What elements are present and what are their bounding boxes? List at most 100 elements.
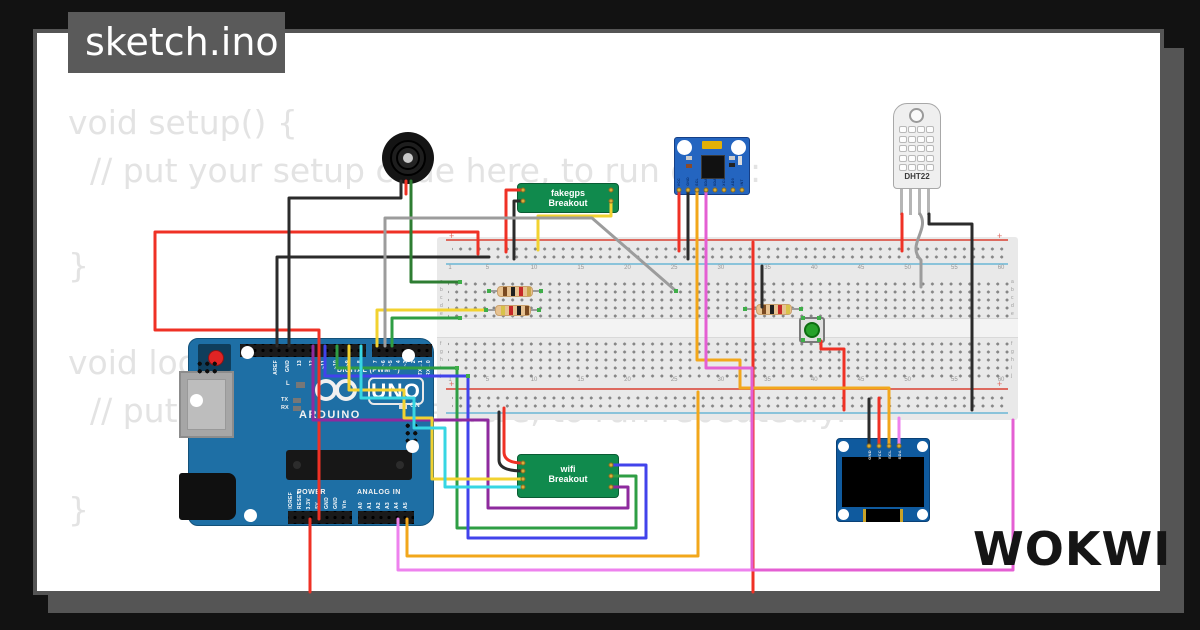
analog-header[interactable] (358, 511, 414, 524)
connection-dot (487, 289, 491, 293)
resistor-row-d-left-band-3 (525, 305, 529, 315)
icsp-header-2[interactable] (195, 359, 218, 374)
power-header[interactable] (288, 511, 352, 524)
wire-violet-a4[interactable] (396, 517, 752, 572)
digital-header-a[interactable] (240, 344, 366, 357)
component-pin[interactable] (896, 443, 902, 449)
breadboard-letter: h (440, 357, 443, 363)
wire-black-buzzer-gnd[interactable] (287, 179, 403, 348)
component-pin[interactable] (712, 187, 718, 193)
breadboard-letter: a (1011, 279, 1014, 285)
connection-dot (455, 366, 459, 370)
component-pin[interactable] (520, 484, 526, 490)
breadboard-rail-holes-bottom[interactable] (452, 392, 1008, 408)
dht22-leg (918, 189, 921, 215)
breadboard-letter: j (440, 373, 442, 379)
component-pin[interactable] (608, 484, 614, 490)
breadboard-plus-sign: + (997, 231, 1003, 241)
resistor-row-d-right-band-3 (785, 304, 790, 314)
wifi-breakout-board[interactable]: wifi Breakout (517, 454, 619, 498)
breadboard-plus-sign: + (449, 379, 455, 389)
led-l (296, 382, 305, 388)
pushbutton-cap[interactable] (804, 322, 820, 338)
pin-label-digital-b-TX→1: TX→1 (418, 360, 424, 376)
component-pin[interactable] (520, 460, 526, 466)
component-pin[interactable] (721, 187, 727, 193)
atmega-chip-dot-left (293, 461, 301, 469)
breadboard-number-bottom: 5 (485, 377, 490, 383)
breadboard-number-bottom: 35 (764, 377, 771, 383)
component-pin[interactable] (520, 476, 526, 482)
breadboard-holes-rows-f-j[interactable] (448, 338, 1013, 378)
component-pin[interactable] (676, 187, 682, 193)
oled-pin-label-GND: GND (867, 450, 872, 460)
buzzer-ring-inner (396, 146, 420, 170)
oled-hole (917, 441, 928, 452)
component-pin[interactable] (866, 443, 872, 449)
component-pin[interactable] (608, 462, 614, 468)
component-pin[interactable] (703, 187, 709, 193)
mpu6050-smd (686, 156, 692, 160)
component-pin[interactable] (520, 198, 526, 204)
resistor-1k-row-b[interactable] (497, 285, 533, 297)
component-pin[interactable] (730, 187, 736, 193)
component-pin[interactable] (608, 473, 614, 479)
resistor-row-d-left[interactable] (495, 304, 531, 316)
file-tab[interactable]: sketch.ino (68, 12, 285, 73)
mpu6050-hole-left (677, 140, 692, 155)
resistor-row-d-right[interactable] (755, 303, 792, 315)
component-pin[interactable] (608, 187, 614, 193)
on-label: ON (410, 402, 420, 409)
pin-label-analog-A2: A2 (376, 502, 382, 509)
dht22-leg (900, 189, 903, 215)
pin-label-power-Vin: Vin (342, 500, 348, 509)
component-pin[interactable] (520, 187, 526, 193)
component-pin[interactable] (739, 187, 745, 193)
pin-label-digital-b-7: 7 (373, 360, 379, 364)
breadboard-rail-holes-top[interactable] (452, 243, 1008, 259)
code-line-5: } (68, 490, 89, 529)
dht22-leg (909, 189, 912, 215)
breadboard-number-top: 15 (577, 265, 585, 271)
buzzer-center-dot (403, 153, 413, 163)
led-on (399, 404, 407, 409)
dht22-slot (908, 135, 916, 143)
component-pin[interactable] (520, 468, 526, 474)
resistor-row-d-right-band-2 (777, 304, 782, 314)
mpu6050-pin-label-INT: INT (740, 179, 744, 186)
breadboard-letter: c (1011, 295, 1014, 301)
component-pin[interactable] (685, 187, 691, 193)
dht22-slot (899, 145, 907, 152)
breadboard-letter: i (440, 365, 442, 371)
mpu6050-smd (729, 163, 735, 167)
breadboard-letter: e (440, 311, 443, 317)
mpu6050-chip (701, 155, 725, 179)
breadboard-letter: g (440, 349, 443, 355)
connection-dot (458, 316, 462, 320)
pin-label-digital-a-~10: ~10 (333, 360, 339, 370)
breadboard-rail-line-red-top (446, 239, 1008, 241)
fakegps-breakout-board[interactable]: fakegps Breakout (517, 183, 619, 213)
component-pin[interactable] (886, 443, 892, 449)
breadboard-plus-sign: + (449, 231, 455, 241)
breadboard-holes-rows-a-e[interactable] (448, 278, 1013, 318)
oled-screen (842, 457, 924, 507)
connection-dot (484, 308, 488, 312)
breadboard-number-top: 25 (670, 265, 678, 271)
breadboard-number-bottom: 55 (951, 377, 958, 383)
component-pin[interactable] (608, 198, 614, 204)
breadboard-rail-line-red-bottom (446, 388, 1008, 390)
breadboard-number-top: 30 (717, 265, 725, 271)
pin-label-digital-b-~5: ~5 (388, 360, 394, 367)
led-rx (293, 406, 301, 411)
dht22-slot (899, 154, 907, 162)
dht22-slot (926, 164, 934, 171)
breadboard-number-bottom: 30 (717, 377, 725, 383)
code-line-0: void setup() { (68, 103, 298, 142)
component-pin[interactable] (876, 443, 882, 449)
uno-brand-label: UNO (368, 377, 424, 405)
resistor-row-d-right-band-1 (769, 304, 774, 314)
dht22-slot (908, 164, 916, 171)
pin-label-digital-a-13: 13 (297, 360, 303, 367)
component-pin[interactable] (694, 187, 700, 193)
